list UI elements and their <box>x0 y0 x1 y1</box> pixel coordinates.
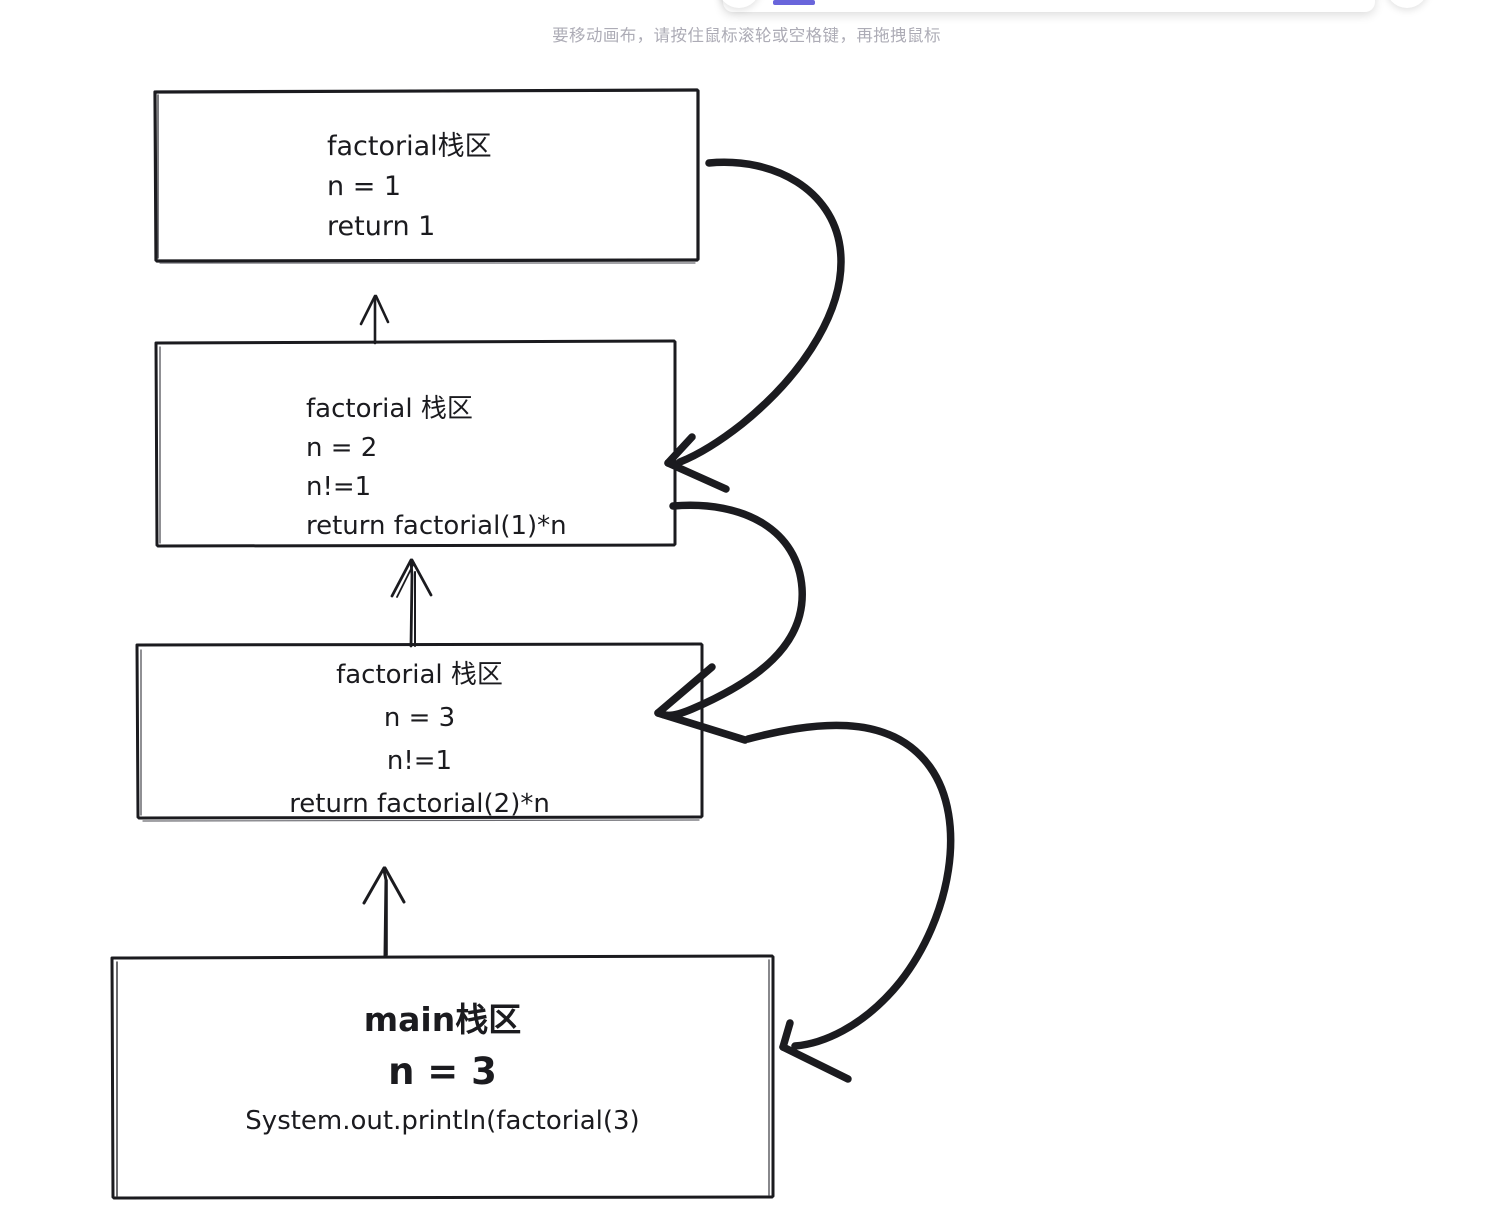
box1-line-title: factorial栈区 <box>327 131 492 162</box>
arrow-call-n2-to-n1 <box>359 294 390 345</box>
factorial-stack-n3-box[interactable]: factorial 栈区 n = 3 n!=1 return factorial… <box>137 644 702 819</box>
box1-line-n: n = 1 <box>327 171 402 202</box>
arrow-call-n3-to-n2 <box>390 558 433 648</box>
box3-line-return: return factorial(2)*n <box>289 789 550 819</box>
menu-button[interactable] <box>718 0 760 8</box>
arrow-return-n3-to-main <box>744 721 955 1083</box>
main-stack-box[interactable]: main栈区 n = 3 System.out.println(factoria… <box>112 957 773 1198</box>
factorial-stack-n2-box[interactable]: factorial 栈区 n = 2 n!=1 return factorial… <box>156 342 675 546</box>
box1-line-return: return 1 <box>327 211 436 242</box>
library-button[interactable] <box>1386 0 1428 8</box>
box2-line-title: factorial 栈区 <box>306 394 473 424</box>
factorial-stack-n1-box[interactable]: factorial栈区 n = 1 return 1 <box>155 91 699 261</box>
arrow-call-main-to-n3 <box>362 866 406 958</box>
box3-line-cond: n!=1 <box>386 746 453 776</box>
canvas-pan-hint: 要移动画布，请按住鼠标滚轮或空格键，再拖拽鼠标 <box>552 26 941 45</box>
main-line-n: n = 3 <box>388 1050 497 1093</box>
factorial-stack-n3-text: factorial 栈区 n = 3 n!=1 return factorial… <box>137 654 702 826</box>
box3-line-n: n = 3 <box>383 703 456 733</box>
toolbar-panel[interactable] <box>723 0 1375 12</box>
box2-line-return: return factorial(1)*n <box>306 511 567 541</box>
main-line-println: System.out.println(factorial(3) <box>245 1106 640 1136</box>
factorial-stack-n1-text: factorial栈区 n = 1 return 1 <box>327 127 699 247</box>
box2-line-n: n = 2 <box>306 433 378 463</box>
toolbar-active-tool-indicator[interactable] <box>773 0 815 5</box>
box3-line-title: factorial 栈区 <box>336 660 503 690</box>
factorial-stack-n2-text: factorial 栈区 n = 2 n!=1 return factorial… <box>306 390 675 546</box>
main-line-title: main栈区 <box>363 1000 522 1039</box>
box2-line-cond: n!=1 <box>306 472 372 502</box>
main-stack-text: main栈区 n = 3 System.out.println(factoria… <box>112 997 773 1141</box>
